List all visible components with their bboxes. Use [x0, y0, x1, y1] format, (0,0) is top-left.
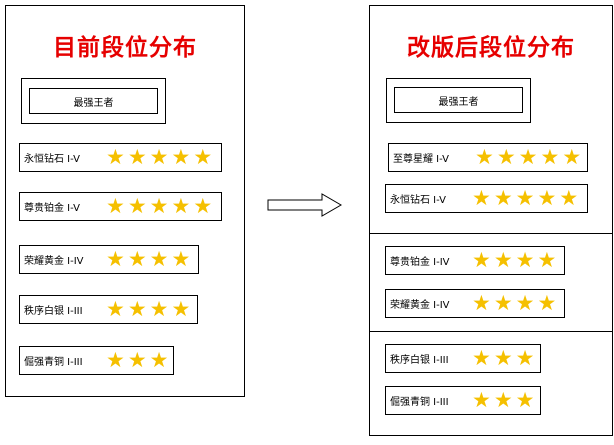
star-icon: ★: [475, 145, 494, 169]
tier-stars: ★★★★: [472, 250, 559, 271]
star-icon: ★: [171, 194, 191, 218]
star-icon: ★: [518, 145, 538, 169]
star-icon: ★: [127, 194, 147, 218]
star-icon: ★: [493, 346, 513, 370]
star-icon: ★: [193, 194, 213, 218]
star-icon: ★: [149, 297, 169, 321]
tier-label: 荣耀黄金 I-IV: [390, 300, 450, 311]
star-icon: ★: [171, 145, 191, 169]
star-icon: ★: [106, 297, 125, 321]
tier-label: 尊贵铂金 I-IV: [390, 257, 450, 268]
tier-label: 永恒钻石 I-V: [390, 195, 446, 206]
star-icon: ★: [472, 346, 491, 370]
tier-stars: ★★★★: [106, 249, 193, 270]
star-icon: ★: [149, 247, 169, 271]
tier-stars: ★★★★: [106, 299, 193, 320]
star-icon: ★: [149, 348, 169, 372]
tier-stars: ★★★: [472, 390, 537, 411]
tier-stars: ★★★★★: [472, 188, 581, 209]
star-icon: ★: [496, 145, 516, 169]
tier-stars: ★★★: [472, 348, 537, 369]
star-icon: ★: [171, 247, 191, 271]
tier-row: 荣耀黄金 I-IV ★★★★: [385, 289, 565, 318]
tier-row: 永恒钻石 I-V ★★★★★: [19, 143, 222, 172]
section-divider: [370, 233, 612, 234]
tier-row: 尊贵铂金 I-V ★★★★★: [19, 192, 222, 221]
section-divider: [370, 331, 612, 332]
star-icon: ★: [106, 194, 125, 218]
star-icon: ★: [493, 248, 513, 272]
star-icon: ★: [472, 291, 491, 315]
star-icon: ★: [537, 186, 557, 210]
king-tier-box: 最强王者: [386, 78, 531, 123]
star-icon: ★: [515, 346, 535, 370]
star-icon: ★: [515, 291, 535, 315]
tier-label: 至尊星耀 I-V: [393, 154, 449, 165]
star-icon: ★: [106, 348, 125, 372]
tier-row: 倔强青铜 I-III ★★★: [385, 386, 541, 415]
star-icon: ★: [127, 348, 147, 372]
star-icon: ★: [472, 388, 491, 412]
tier-row: 秩序白银 I-III ★★★: [385, 344, 541, 373]
revised-rank-panel: 改版后段位分布 最强王者 至尊星耀 I-V ★★★★★ 永恒钻石 I-V ★★★…: [369, 5, 613, 436]
star-icon: ★: [472, 186, 491, 210]
right-arrow-icon: [267, 193, 342, 217]
star-icon: ★: [493, 186, 513, 210]
tier-label: 秩序白银 I-III: [24, 306, 83, 317]
king-tier-label: 最强王者: [29, 88, 158, 114]
revised-rank-title: 改版后段位分布: [407, 35, 575, 61]
tier-row: 倔强青铜 I-III ★★★: [19, 346, 174, 375]
tier-label: 秩序白银 I-III: [390, 355, 449, 366]
tier-row: 秩序白银 I-III ★★★★: [19, 295, 198, 324]
star-icon: ★: [106, 145, 125, 169]
star-icon: ★: [193, 145, 213, 169]
tier-stars: ★★★★★: [106, 196, 215, 217]
tier-row: 荣耀黄金 I-IV ★★★★: [19, 245, 199, 274]
tier-stars: ★★★: [106, 350, 171, 371]
star-icon: ★: [472, 248, 491, 272]
star-icon: ★: [493, 291, 513, 315]
star-icon: ★: [537, 291, 557, 315]
tier-stars: ★★★★★: [106, 147, 215, 168]
star-icon: ★: [537, 248, 557, 272]
star-icon: ★: [149, 194, 169, 218]
star-icon: ★: [106, 247, 125, 271]
tier-row: 永恒钻石 I-V ★★★★★: [385, 184, 588, 213]
tier-label: 荣耀黄金 I-IV: [24, 256, 84, 267]
king-tier-box: 最强王者: [21, 78, 166, 124]
star-icon: ★: [127, 145, 147, 169]
star-icon: ★: [515, 248, 535, 272]
star-icon: ★: [559, 186, 579, 210]
star-icon: ★: [515, 388, 535, 412]
tier-label: 倔强青铜 I-III: [390, 397, 449, 408]
current-rank-panel: 目前段位分布 最强王者 永恒钻石 I-V ★★★★★ 尊贵铂金 I-V ★★★★…: [5, 5, 245, 397]
tier-label: 倔强青铜 I-III: [24, 357, 83, 368]
star-icon: ★: [562, 145, 582, 169]
star-icon: ★: [493, 388, 513, 412]
tier-stars: ★★★★★: [475, 147, 584, 168]
star-icon: ★: [127, 297, 147, 321]
star-icon: ★: [171, 297, 191, 321]
tier-stars: ★★★★: [472, 293, 559, 314]
star-icon: ★: [127, 247, 147, 271]
tier-label: 永恒钻石 I-V: [24, 154, 80, 165]
tier-row: 尊贵铂金 I-IV ★★★★: [385, 246, 565, 275]
king-tier-label: 最强王者: [394, 87, 523, 113]
star-icon: ★: [540, 145, 560, 169]
tier-row: 至尊星耀 I-V ★★★★★: [388, 143, 588, 172]
star-icon: ★: [515, 186, 535, 210]
current-rank-title: 目前段位分布: [53, 35, 197, 61]
star-icon: ★: [149, 145, 169, 169]
tier-label: 尊贵铂金 I-V: [24, 203, 80, 214]
